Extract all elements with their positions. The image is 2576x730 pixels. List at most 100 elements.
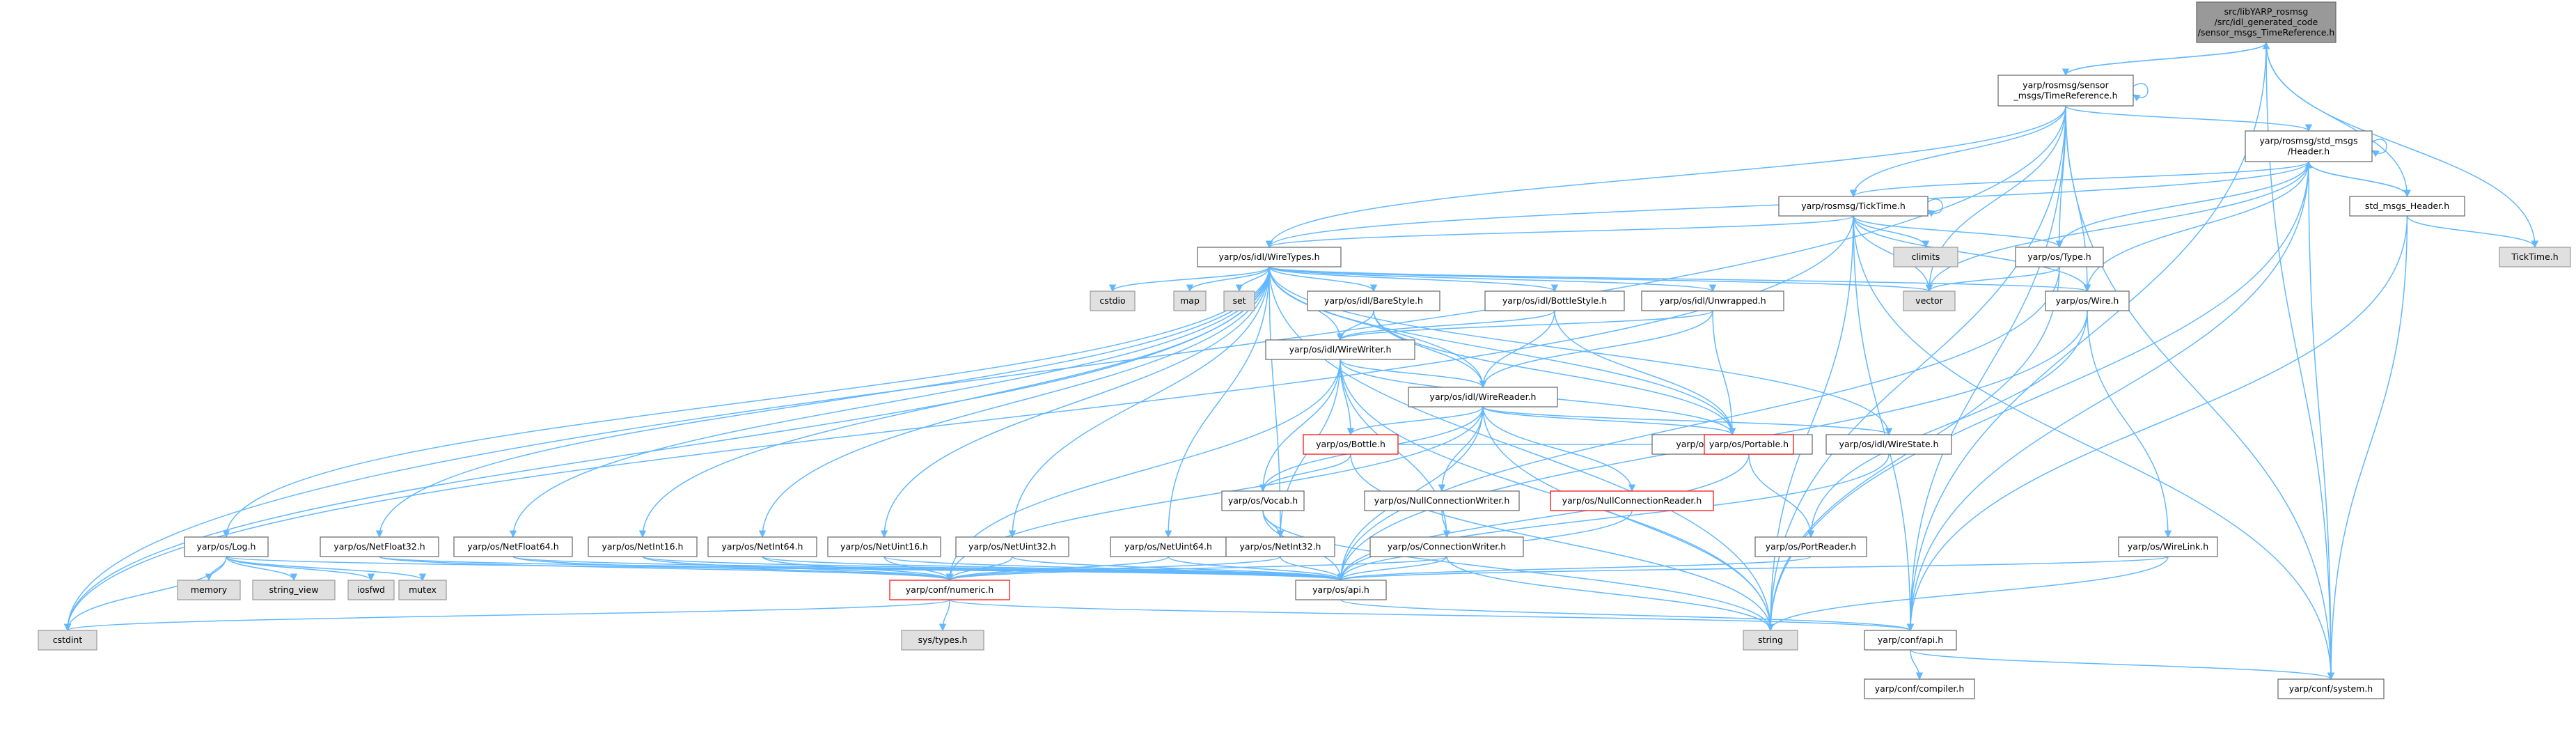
node-label: set	[1232, 295, 1246, 306]
edge-wirewriter-to-vocab	[1259, 359, 1341, 492]
node-wire[interactable]: yarp/os/Wire.h	[2045, 290, 2130, 311]
node-systypes[interactable]: sys/types.h	[901, 630, 984, 651]
node-header[interactable]: yarp/rosmsg/std_msgs/Header.h	[2245, 130, 2373, 162]
node-barestyle[interactable]: yarp/os/idl/BareStyle.h	[1307, 290, 1440, 311]
edge-log-to-cstdint	[63, 556, 227, 632]
edge-netfloat64-to-numeric	[512, 556, 953, 582]
node-netuint64[interactable]: yarp/os/NetUint64.h	[1110, 536, 1227, 557]
node-box	[2015, 247, 2104, 267]
edge-numeric-to-cstdint	[64, 599, 950, 632]
node-label: yarp/os/idl/WireWriter.h	[1289, 344, 1392, 355]
node-label: yarp/os/NetUint64.h	[1124, 541, 1212, 552]
node-label: /sensor_msgs_TimeReference.h	[2198, 27, 2335, 38]
edge-wiretypes-to-unwrapped	[1269, 266, 1716, 293]
edge-netfloat32-to-numeric	[379, 556, 953, 582]
node-netfloat32[interactable]: yarp/os/NetFloat32.h	[320, 536, 439, 557]
node-box	[1364, 490, 1520, 511]
node-box	[588, 536, 698, 557]
edge-netuint64-to-numeric	[945, 556, 1169, 582]
node-netuint16[interactable]: yarp/os/NetUint16.h	[827, 536, 941, 557]
node-numeric[interactable]: yarp/conf/numeric.h	[889, 580, 1010, 600]
edge-connwriter-to-osapi	[1337, 556, 1447, 582]
node-timeref[interactable]: yarp/rosmsg/sensor_msgs/TimeReference.h	[1997, 75, 2134, 107]
node-label: /src/idl_generated_code	[2215, 17, 2318, 27]
node-ticktime[interactable]: yarp/rosmsg/TickTime.h	[1778, 196, 1929, 217]
node-box	[2499, 247, 2571, 267]
node-iosfwd[interactable]: iosfwd	[347, 580, 395, 600]
node-set[interactable]: set	[1223, 290, 1255, 311]
edge-portable-to-portreader	[1748, 453, 1815, 538]
edge-bottle-to-string	[1350, 453, 1775, 632]
node-box	[2196, 1, 2337, 43]
edge-connwriter-to-string	[1446, 556, 1775, 632]
node-wirelink[interactable]: yarp/os/WireLink.h	[2118, 536, 2218, 557]
node-label: string	[1758, 635, 1783, 645]
node-bottle[interactable]: yarp/os/Bottle.h	[1303, 434, 1399, 455]
edge-wiretypes-to-map	[1186, 266, 1270, 293]
node-confcompiler[interactable]: yarp/conf/compiler.h	[1864, 678, 1975, 699]
node-memory[interactable]: memory	[177, 580, 241, 600]
node-map[interactable]: map	[1173, 290, 1207, 311]
node-label: string_view	[269, 584, 319, 595]
node-box	[827, 536, 941, 557]
node-wirestate[interactable]: yarp/os/idl/WireState.h	[1825, 434, 1952, 455]
node-netint32[interactable]: yarp/os/NetInt32.h	[1225, 536, 1335, 557]
node-box	[1197, 247, 1342, 267]
node-stdmsgshdr[interactable]: std_msgs_Header.h	[2349, 196, 2465, 217]
node-string_view[interactable]: string_view	[252, 580, 336, 600]
node-type[interactable]: yarp/os/Type.h	[2015, 247, 2104, 267]
node-wirewriter[interactable]: yarp/os/idl/WireWriter.h	[1265, 339, 1415, 360]
edge-wirelink-to-osapi	[1337, 556, 2169, 582]
edge-timeref-to-timeref	[2133, 83, 2149, 102]
node-wirereader[interactable]: yarp/os/idl/WireReader.h	[1408, 387, 1558, 407]
node-portreader[interactable]: yarp/os/PortReader.h	[1754, 536, 1867, 557]
node-netfloat64[interactable]: yarp/os/NetFloat64.h	[453, 536, 573, 557]
edge-wiretypes-to-netuint64	[1164, 266, 1270, 538]
node-label: yarp/rosmsg/sensor	[2023, 80, 2109, 91]
node-label: yarp/os/idl/WireReader.h	[1430, 391, 1537, 402]
node-netint64[interactable]: yarp/os/NetInt64.h	[707, 536, 817, 557]
edge-bottlestyle-to-wirereader	[1479, 310, 1555, 389]
edge-wiretypes-to-netfloat32	[375, 266, 1270, 538]
node-confapi[interactable]: yarp/conf/api.h	[1864, 630, 1957, 651]
node-nullconnreader[interactable]: yarp/os/NullConnectionReader.h	[1550, 490, 1714, 511]
node-cstdio[interactable]: cstdio	[1090, 290, 1136, 311]
node-cstdint[interactable]: cstdint	[38, 630, 97, 651]
edge-barestyle-to-wirereader	[1373, 310, 1487, 389]
node-netint16[interactable]: yarp/os/NetInt16.h	[588, 536, 698, 557]
node-box	[1864, 630, 1957, 651]
edge-vocab-to-string	[1262, 510, 1775, 632]
node-box	[398, 580, 447, 600]
edge-bottlestyle-to-wireportable	[1554, 310, 1736, 436]
edge-header-to-header	[2371, 139, 2387, 157]
edge-type-to-osapi	[1337, 266, 2060, 582]
node-bottlestyle[interactable]: yarp/os/idl/BottleStyle.h	[1484, 290, 1625, 311]
edge-log-to-mutex	[226, 556, 427, 582]
node-root[interactable]: src/libYARP_rosmsg/src/idl_generated_cod…	[2196, 1, 2337, 43]
node-confsystem[interactable]: yarp/conf/system.h	[2277, 678, 2385, 699]
edge-header-to-vector	[1925, 161, 2309, 293]
node-box	[1295, 580, 1387, 600]
edge-netint32-to-osapi	[1280, 556, 1345, 582]
edge-wiretypes-to-cstdint	[63, 266, 1270, 632]
node-climits[interactable]: climits	[1893, 247, 1958, 267]
node-connwriter[interactable]: yarp/os/ConnectionWriter.h	[1369, 536, 1524, 557]
node-osapi[interactable]: yarp/os/api.h	[1295, 580, 1387, 600]
node-nullconnwriter[interactable]: yarp/os/NullConnectionWriter.h	[1364, 490, 1520, 511]
node-box	[184, 536, 269, 557]
edge-unwrapped-to-wirereader	[1479, 310, 1713, 389]
node-mutex[interactable]: mutex	[398, 580, 447, 600]
node-unwrapped[interactable]: yarp/os/idl/Unwrapped.h	[1641, 290, 1784, 311]
node-ticktimeh[interactable]: TickTime.h	[2499, 247, 2571, 267]
node-netuint32[interactable]: yarp/os/NetUint32.h	[955, 536, 1069, 557]
node-vocab[interactable]: yarp/os/Vocab.h	[1221, 490, 1305, 511]
node-wiretypes[interactable]: yarp/os/idl/WireTypes.h	[1197, 247, 1342, 267]
node-vector[interactable]: vector	[1903, 290, 1956, 311]
edge-stdmsgshdr-to-confapi	[1906, 215, 2408, 632]
node-string[interactable]: string	[1743, 630, 1798, 651]
node-portable[interactable]: yarp/os/Portable.h	[1704, 434, 1794, 455]
node-log[interactable]: yarp/os/Log.h	[184, 536, 269, 557]
node-label: yarp/conf/numeric.h	[906, 584, 994, 595]
edge-ticktime-to-confsystem	[1853, 215, 2335, 681]
node-label: yarp/os/NullConnectionWriter.h	[1374, 495, 1510, 506]
